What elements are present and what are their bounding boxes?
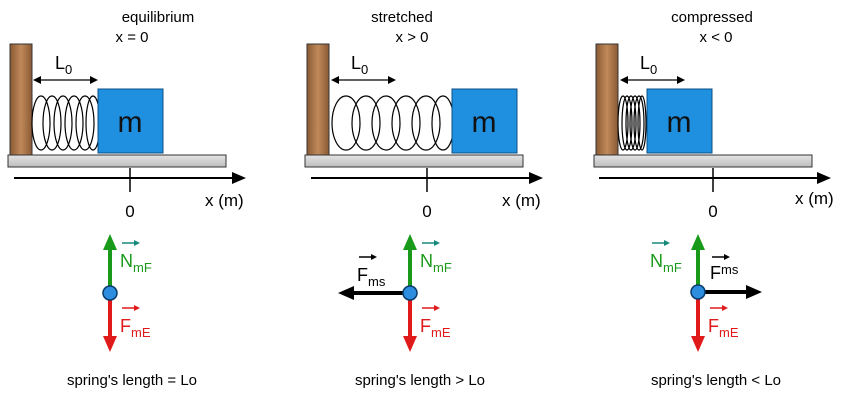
free-body-diagram: NmF Fms FmE — [650, 234, 762, 352]
wall — [595, 43, 619, 156]
axis-label: x (m) — [502, 191, 541, 210]
condition-label: x = 0 — [116, 29, 149, 46]
gravity-force-arrow — [691, 295, 705, 352]
normal-force-arrow — [403, 234, 417, 291]
gravity-force-arrow — [103, 295, 117, 352]
spring — [617, 95, 647, 151]
mass-block — [451, 88, 518, 154]
condition-label: x < 0 — [700, 29, 733, 46]
mass-label: m — [118, 106, 143, 139]
mass-block — [97, 88, 164, 154]
spring-force-label: Fms — [710, 262, 739, 283]
panel-stretched: stretched x > 0 m L0 0 x (m) — [304, 9, 543, 389]
x-axis — [599, 168, 831, 192]
length-arrow — [331, 76, 396, 84]
spring-force-arrow — [702, 285, 762, 299]
origin-label: 0 — [125, 202, 134, 221]
floor — [593, 154, 813, 168]
floor — [7, 154, 227, 168]
panel-compressed: compressed x < 0 m L0 0 x (m) — [593, 9, 834, 389]
particle — [690, 284, 706, 300]
normal-vector-mark — [122, 240, 140, 246]
gravity-vector-mark — [710, 305, 728, 311]
gravity-vector-mark — [422, 305, 440, 311]
normal-force-arrow — [691, 234, 705, 291]
normal-force-label: NmF — [420, 251, 452, 275]
state-label: equilibrium — [122, 9, 195, 26]
gravity-vector-mark — [122, 305, 140, 311]
panel-equilibrium: equilibrium x = 0 m L0 0 x (m) — [7, 9, 246, 389]
state-label: stretched — [371, 9, 433, 26]
axis-label: x (m) — [795, 189, 834, 208]
normal-vector-mark — [652, 240, 670, 246]
state-label: compressed — [671, 9, 753, 26]
mass-label: m — [472, 106, 497, 139]
spring — [331, 95, 455, 151]
length-arrow — [33, 76, 98, 84]
spring-force-label: Fms — [357, 265, 386, 289]
particle — [402, 285, 418, 301]
spring-vector-mark — [712, 254, 730, 260]
spring-force-arrow — [338, 286, 406, 300]
normal-force-arrow — [103, 234, 117, 291]
caption: spring's length < Lo — [651, 372, 781, 389]
mass-block — [646, 88, 713, 154]
caption: spring's length > Lo — [355, 372, 485, 389]
gravity-force-label: FmE — [420, 316, 451, 340]
length-arrow — [620, 76, 685, 84]
floor — [304, 154, 524, 168]
length-label: L0 — [55, 53, 72, 77]
spring-vector-mark — [359, 254, 377, 260]
x-axis — [311, 168, 543, 192]
axis-label: x (m) — [205, 191, 244, 210]
origin-label: 0 — [708, 202, 717, 221]
gravity-force-label: FmE — [120, 316, 151, 340]
free-body-diagram: NmF FmE — [102, 234, 152, 352]
normal-force-label: NmF — [650, 251, 682, 275]
length-label: L0 — [640, 53, 657, 77]
free-body-diagram: Fms NmF FmE — [338, 234, 452, 352]
normal-vector-mark — [422, 240, 440, 246]
gravity-force-arrow — [403, 295, 417, 352]
caption: spring's length = Lo — [67, 372, 197, 389]
wall — [9, 43, 33, 156]
normal-force-label: NmF — [120, 251, 152, 275]
mass-label: m — [667, 106, 692, 139]
origin-label: 0 — [422, 202, 431, 221]
length-label: L0 — [351, 53, 368, 77]
wall — [306, 43, 330, 156]
particle — [102, 285, 118, 301]
spring — [31, 95, 101, 151]
x-axis — [14, 168, 246, 192]
condition-label: x > 0 — [396, 29, 429, 46]
gravity-force-label: FmE — [708, 316, 739, 340]
